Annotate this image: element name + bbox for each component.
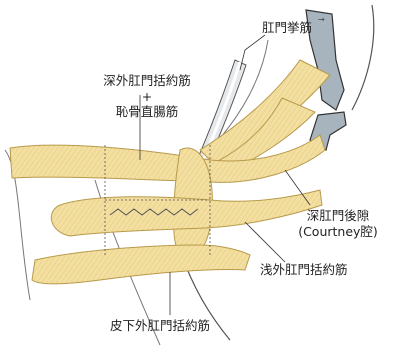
pelvic-contour-right — [352, 5, 374, 110]
subcutaneous-external-sphincter-muscle — [32, 245, 250, 284]
label-deep-external-line1: 深外肛門括約筋 — [82, 73, 212, 89]
label-subcutaneous-external-sphincter: 皮下外肛門括約筋 — [110, 318, 210, 334]
label-plus-sign: + — [82, 89, 212, 105]
label-deep-external-sphincter: 深外肛門括約筋 + 恥骨直腸筋 — [82, 73, 212, 120]
label-courtney-space: (Courtney腔) — [286, 224, 390, 240]
label-superficial-external-sphincter: 浅外肛門括約筋 — [260, 262, 348, 278]
svg-text:→: → — [318, 15, 325, 24]
label-levator-ani: 肛門挙筋 — [262, 20, 312, 36]
label-postanal-line1: 深肛門後隙 — [286, 208, 390, 224]
label-deep-postanal-space: 深肛門後隙 (Courtney腔) — [286, 208, 390, 239]
leader-superficial — [245, 222, 285, 262]
label-puborectalis: 恥骨直腸筋 — [82, 104, 212, 120]
